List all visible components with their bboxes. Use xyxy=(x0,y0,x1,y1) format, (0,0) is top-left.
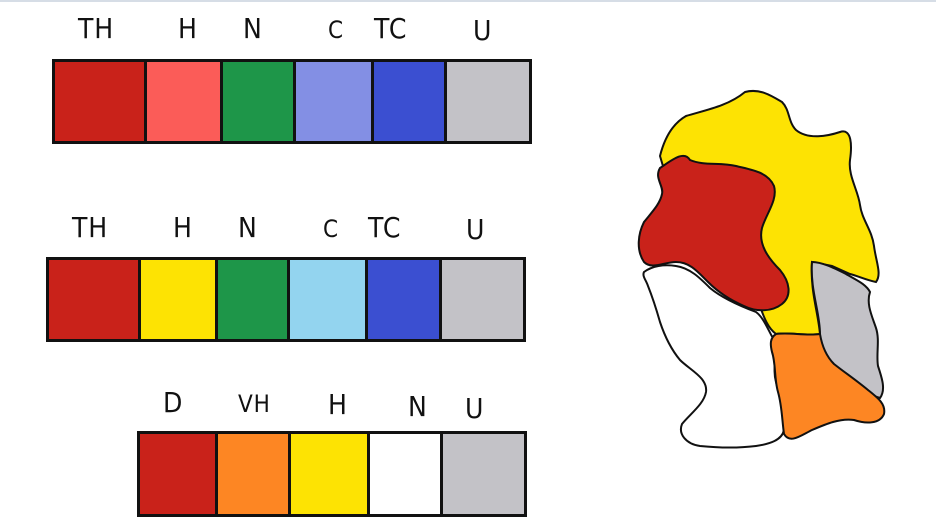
legend-1-swatch-4 xyxy=(374,62,447,141)
legend-1-label-3: C xyxy=(328,16,344,44)
legend-2-swatch-3 xyxy=(290,260,368,339)
legend-2-label-4: TC xyxy=(368,211,402,244)
legend-1-label-1: H xyxy=(178,12,198,45)
legend-1-label-5: U xyxy=(473,14,493,47)
legend-3-label-3: N xyxy=(408,390,428,423)
legend-3-bar xyxy=(137,431,527,517)
map-region-red xyxy=(637,154,790,312)
legend-1-swatch-3 xyxy=(296,62,374,141)
legend-2-bar xyxy=(46,257,526,342)
legend-1-swatch-5 xyxy=(447,62,529,141)
legend-2-swatch-1 xyxy=(141,260,218,339)
legend-1-swatch-0 xyxy=(55,62,147,141)
legend-2-swatch-5 xyxy=(442,260,523,339)
legend-3-swatch-1 xyxy=(218,434,291,514)
legend-2-swatch-2 xyxy=(218,260,290,339)
legend-3-label-1: VH xyxy=(238,390,271,418)
legend-3-swatch-2 xyxy=(291,434,370,514)
legend-3-label-2: H xyxy=(328,388,348,421)
legend-1-label-2: N xyxy=(243,12,263,45)
legend-2-swatch-4 xyxy=(368,260,442,339)
legend-3-swatch-4 xyxy=(443,434,524,514)
legend-1-label-0: TH xyxy=(78,12,115,45)
legend-3-swatch-0 xyxy=(140,434,218,514)
legend-3-label-4: U xyxy=(465,392,485,425)
legend-2-label-0: TH xyxy=(72,211,109,244)
legend-2-swatch-0 xyxy=(49,260,141,339)
top-border xyxy=(0,0,936,2)
legend-2-label-5: U xyxy=(466,213,486,246)
legend-2-label-1: H xyxy=(173,211,193,244)
map-region-orange xyxy=(769,332,886,440)
legend-3-swatch-3 xyxy=(370,434,443,514)
legend-1-label-4: TC xyxy=(374,12,408,45)
legend-1-swatch-1 xyxy=(147,62,223,141)
legend-3-label-0: D xyxy=(163,386,184,419)
region-map xyxy=(630,84,900,454)
legend-2-label-3: C xyxy=(323,215,339,243)
region-map-svg xyxy=(637,90,886,449)
legend-1-swatch-2 xyxy=(223,62,296,141)
legend-2-label-2: N xyxy=(238,211,258,244)
legend-1-bar xyxy=(52,59,532,144)
map-region-white xyxy=(642,264,786,449)
